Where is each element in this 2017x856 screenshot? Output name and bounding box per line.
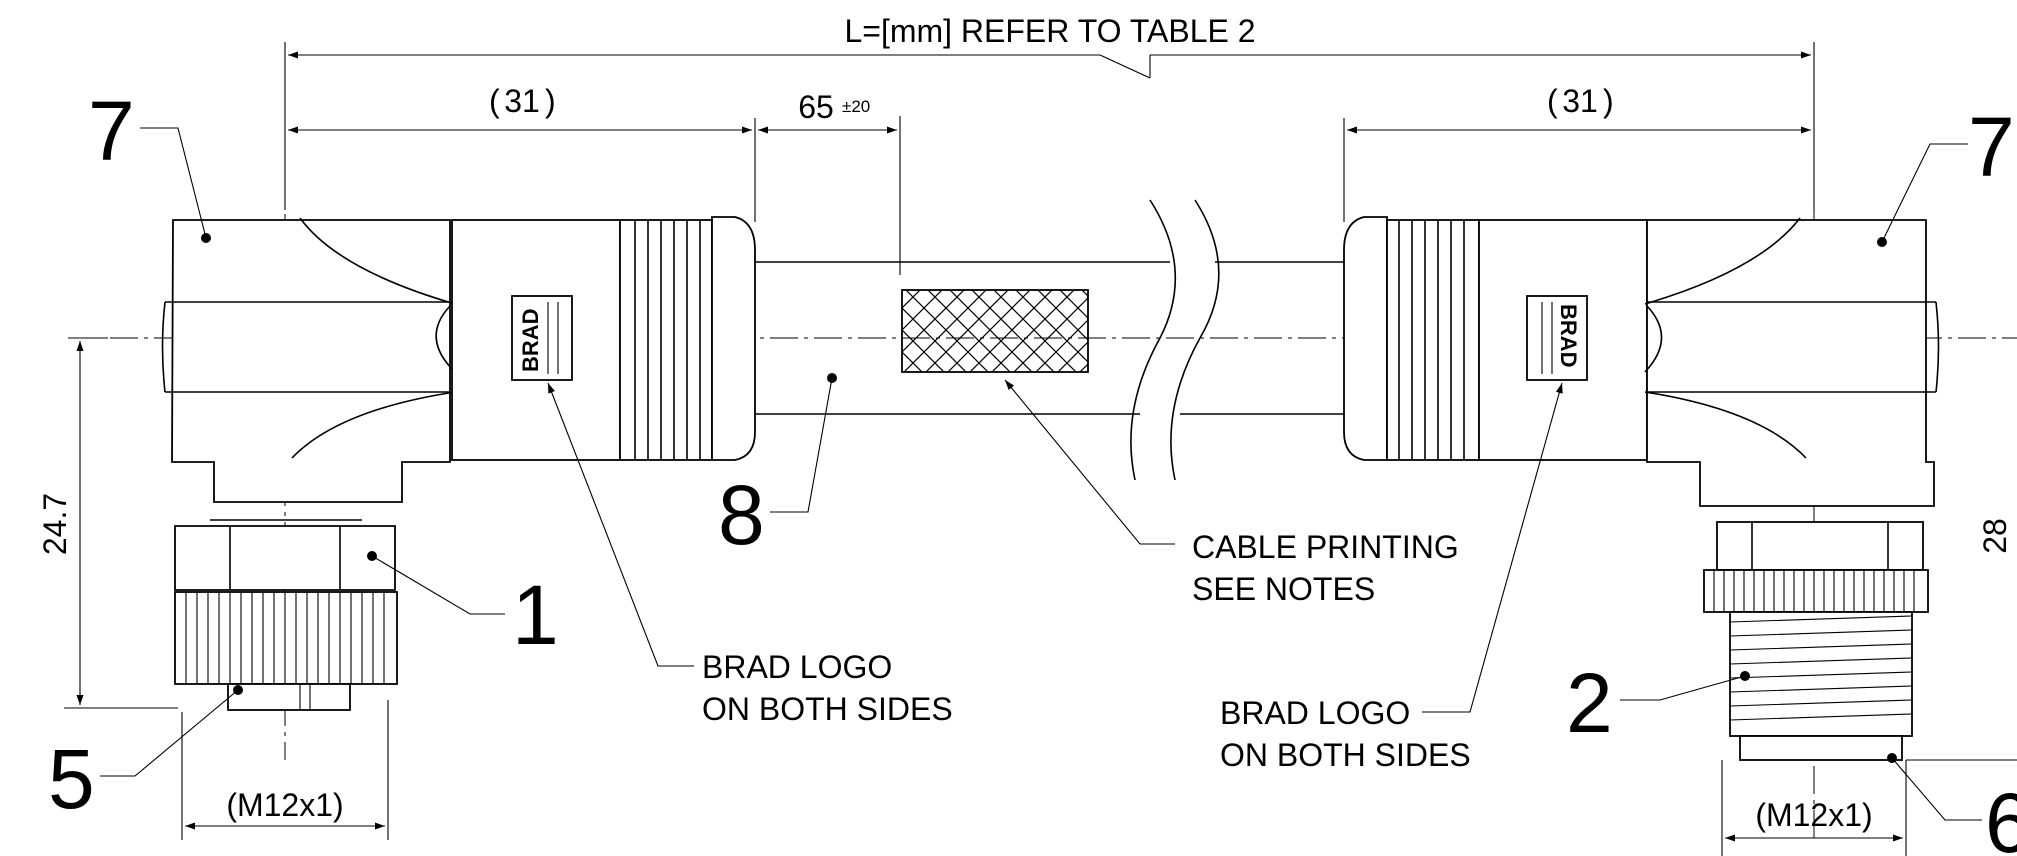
- cable: [755, 199, 1344, 481]
- right-thread-value: (M12x1): [1755, 797, 1872, 833]
- cable-section-value: 65: [798, 89, 834, 125]
- callout-1: 1: [512, 568, 559, 662]
- left-thread-dimension: (M12x1): [181, 700, 389, 840]
- cable-printing-hatch: [901, 289, 1089, 373]
- right-connector: BRAD: [1343, 216, 1940, 761]
- right-height-value: 28: [1977, 518, 2013, 554]
- callout-2: 2: [1566, 656, 1613, 750]
- cable-section-dimension: 65 ±20: [758, 89, 901, 275]
- brad-logo-right-text: BRAD: [1556, 304, 1581, 368]
- cable-break-line-1: [1130, 199, 1177, 481]
- left-connector: BRAD: [161, 216, 756, 711]
- brad-logo-left-note-line1: BRAD LOGO: [702, 649, 892, 685]
- callout-5: 5: [48, 732, 95, 826]
- callout-6: 6: [1985, 776, 2017, 856]
- left-body-dimension: ( 31 ): [288, 83, 756, 222]
- brad-logo-left-text: BRAD: [518, 308, 543, 372]
- right-height-dimension: 28: [1906, 518, 2017, 761]
- cable-break-line-2: [1170, 199, 1220, 481]
- cable-section-tolerance: ±20: [842, 97, 870, 116]
- left-body-close-paren: ): [545, 83, 556, 119]
- brad-logo-right-note-line2: ON BOTH SIDES: [1220, 737, 1471, 773]
- right-body-open-paren: (: [1547, 83, 1558, 119]
- cable-printing-note-line2: SEE NOTES: [1192, 571, 1375, 607]
- brad-logo-left-note-line2: ON BOTH SIDES: [702, 691, 953, 727]
- right-thread: [1729, 615, 1913, 721]
- left-thread-value: (M12x1): [226, 787, 343, 823]
- overall-length-label: L=[mm] REFER TO TABLE 2: [844, 13, 1255, 49]
- callout-8: 8: [718, 468, 765, 562]
- right-body-dimension-value: 31: [1562, 83, 1598, 119]
- right-body-dimension: ( 31 ): [1343, 83, 1811, 222]
- right-body-close-paren: ): [1603, 83, 1614, 119]
- left-body-dimension-value: 31: [504, 83, 540, 119]
- left-height-value: 24.7: [37, 493, 73, 555]
- overall-length-dimension: L=[mm] REFER TO TABLE 2: [284, 13, 1815, 210]
- right-knurl: [1713, 570, 1915, 612]
- left-height-dimension: 24.7: [37, 337, 178, 709]
- cable-printing-note-line1: CABLE PRINTING: [1192, 529, 1459, 565]
- brad-logo-right-note-line1: BRAD LOGO: [1220, 695, 1410, 731]
- left-knurl: [185, 592, 385, 684]
- brad-logo-right: [1526, 295, 1588, 381]
- left-body-open-paren: (: [489, 83, 500, 119]
- right-thread-dimension: (M12x1): [1721, 760, 1907, 856]
- leaders: [100, 127, 1982, 821]
- callout-7-right: 7: [1968, 100, 2015, 194]
- brad-logo-left: [511, 295, 573, 381]
- callout-7-left: 7: [88, 84, 135, 178]
